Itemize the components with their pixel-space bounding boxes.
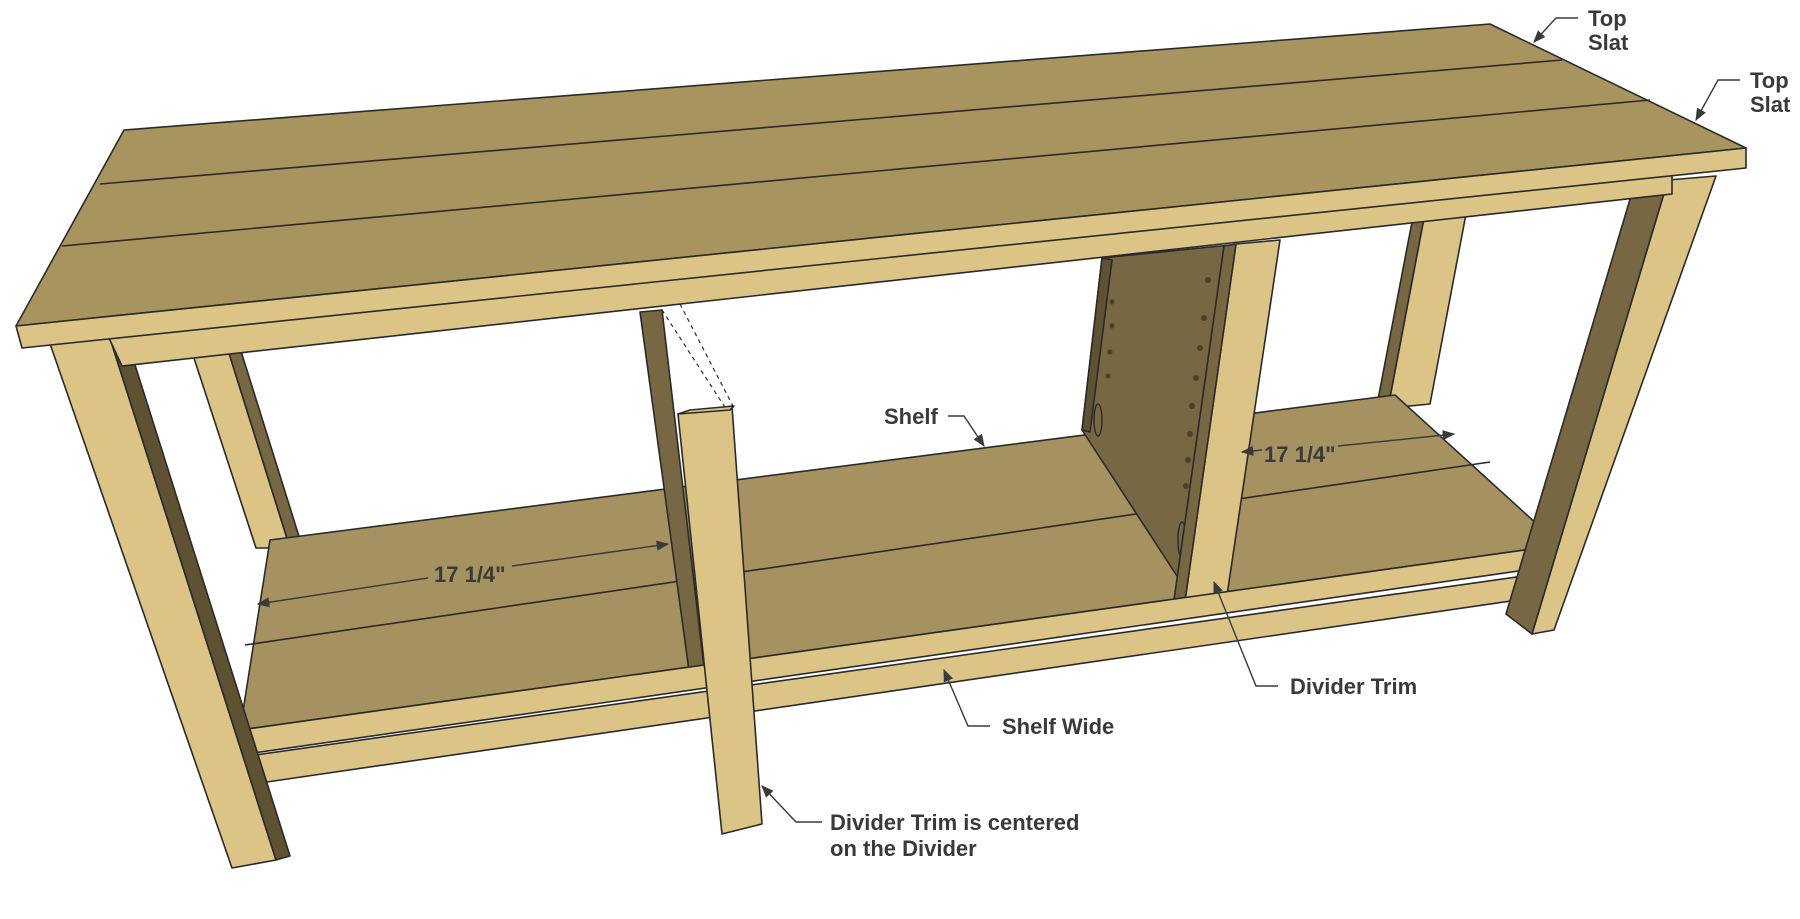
back-left-leg — [191, 347, 303, 549]
dimension-right-bay: 17 1/4" — [1240, 430, 1456, 467]
label-divider-trim: Divider Trim — [1213, 580, 1417, 699]
divider-trim-note-line-2: on the Divider — [830, 836, 977, 861]
shelf-wide-label: Shelf Wide — [1002, 714, 1114, 739]
right-bay-dimension: 17 1/4" — [1264, 442, 1336, 467]
divider-trim-label: Divider Trim — [1290, 674, 1417, 699]
label-divider-trim-note: Divider Trim is centered on the Divider — [761, 785, 1079, 861]
front-right-leg — [1505, 175, 1717, 635]
dimension-left-bay: 17 1/4" — [256, 540, 670, 608]
top-slat-2-line-2: Slat — [1750, 92, 1791, 117]
divider-trim-note-line-1: Divider Trim is centered — [830, 810, 1079, 835]
shelf-label: Shelf — [884, 404, 938, 429]
top-slat-1-line-1: Top — [1588, 6, 1627, 31]
back-right-leg — [1375, 213, 1467, 411]
label-shelf-wide: Shelf Wide — [943, 668, 1114, 739]
divider-trim-center — [677, 405, 763, 835]
left-bay-dimension: 17 1/4" — [434, 562, 506, 587]
label-top-slat-2: Top Slat — [1695, 68, 1791, 122]
label-top-slat-1: Top Slat — [1533, 6, 1629, 55]
top-slat-1-line-2: Slat — [1588, 30, 1629, 55]
label-shelf: Shelf — [884, 404, 985, 448]
top-slat-2-line-1: Top — [1750, 68, 1789, 93]
table-top — [15, 23, 1747, 349]
